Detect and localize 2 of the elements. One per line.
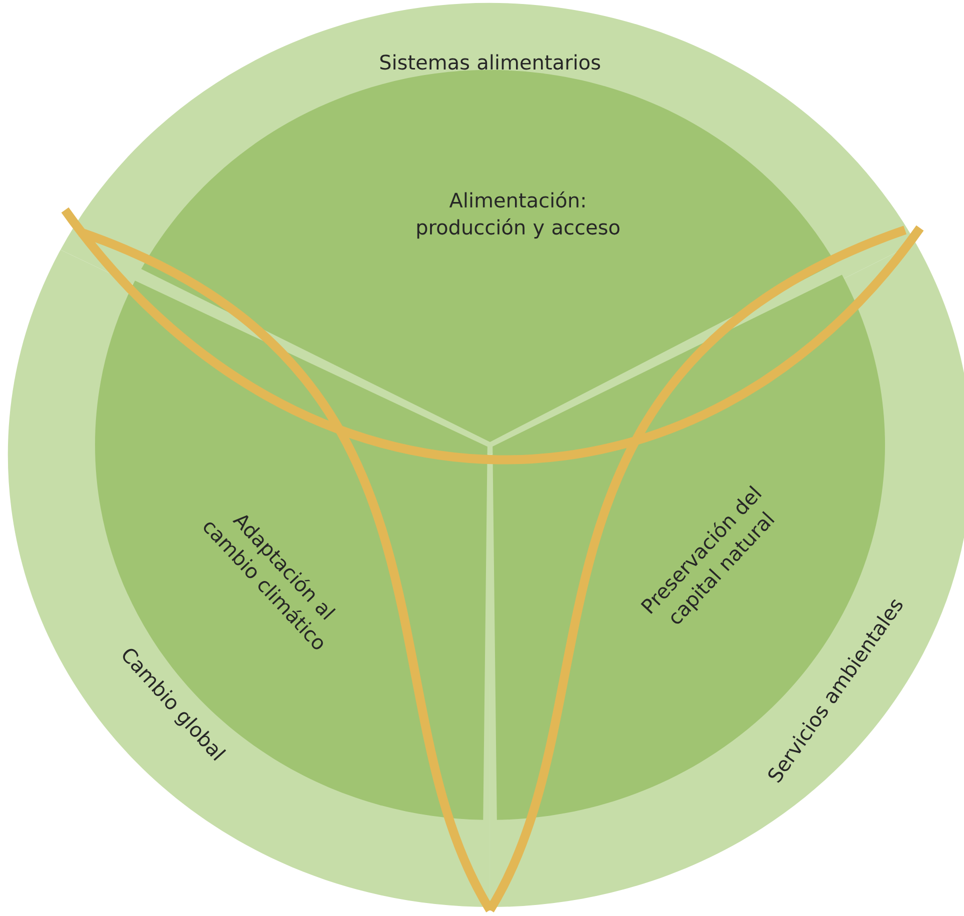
inner-lobe: Alimentación: producción y acceso — [141, 70, 836, 442]
node-label: Alimentación: producción y acceso — [417, 191, 620, 239]
